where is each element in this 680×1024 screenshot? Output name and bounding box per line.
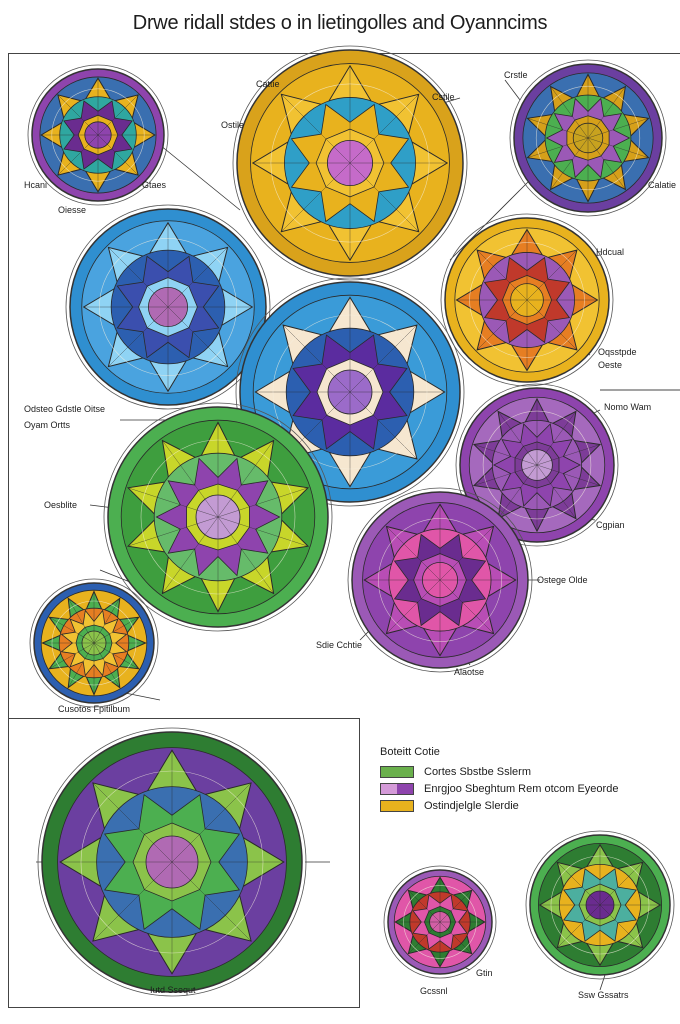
label-v: Gtin [476,968,493,978]
legend-item: Enrgjoo Sbeghtum Rem otcom Eyeorde [380,780,670,797]
label-g: Oiesse [58,205,86,215]
label-a: Cattie [256,79,280,89]
label-f: Gtaes [142,180,167,190]
page-title: Drwe ridall stdes o in lietingolles and … [132,12,548,34]
label-w: Gcssnl [420,986,448,996]
mandala-labels: Cattie Ostile Cstile Crstle Hcani Gtaes … [24,70,676,1000]
legend: Boteitt Cotie Cortes Sbstbe Sslerm Enrgj… [380,746,670,814]
mandala-m8 [103,402,333,632]
mandala-m2 [232,45,468,281]
label-m: Oyam Ortts [24,420,71,430]
label-e: Hcani [24,180,47,190]
label-n: Nomo Wam [604,402,651,412]
label-d: Crstle [504,70,528,80]
label-o: Oesblite [44,500,77,510]
label-i: Hdcual [596,247,624,257]
mandala-m4 [65,204,271,410]
mandala-m9 [347,487,533,673]
mandala-m7 [455,383,619,547]
label-k: Oeste [598,360,622,370]
label-s: Ostege Olde [537,575,588,585]
mandala-m1 [27,64,169,206]
legend-item: Cortes Sbstbe Sslerm [380,763,670,780]
legend-swatch-green [380,765,414,778]
mandala-m10 [29,578,159,708]
legend-title: Boteitt Cotie [380,746,440,758]
legend-label: Cortes Sbstbe Sslerm [424,765,531,778]
mandala-m13 [525,830,675,980]
label-b: Ostile [221,120,244,130]
legend-swatch-yellow [380,799,414,812]
label-r: Sdie Cchtie [316,640,362,650]
label-l: Odsteo Gdstle Oitse [24,404,105,414]
legend-label: Enrgjoo Sbeghtum Rem otcom Eyeorde [424,782,619,795]
mandala-m6 [235,277,465,507]
label-q: Cusotos Fpitilbum [58,704,130,714]
label-h: Calatie [648,180,676,190]
label-x: Ssw Gssatrs [578,990,629,1000]
label-t: Alaotse [454,667,484,677]
label-c: Cstile [432,92,455,102]
mandala-m12 [383,865,497,979]
mandala-m11 [37,727,307,997]
label-j: Oqsstpde [598,347,637,357]
legend-label: Ostindjelgle Slerdie [424,799,519,812]
label-u: Iutd Ssequt [150,985,196,995]
mandala-m3 [509,59,667,217]
legend-item: Ostindjelgle Slerdie [380,797,670,814]
bottom-panel-frame [8,718,360,1008]
legend-swatch-purple [380,782,414,795]
label-p: Cgpian [596,520,625,530]
mandala-m5 [440,213,614,387]
